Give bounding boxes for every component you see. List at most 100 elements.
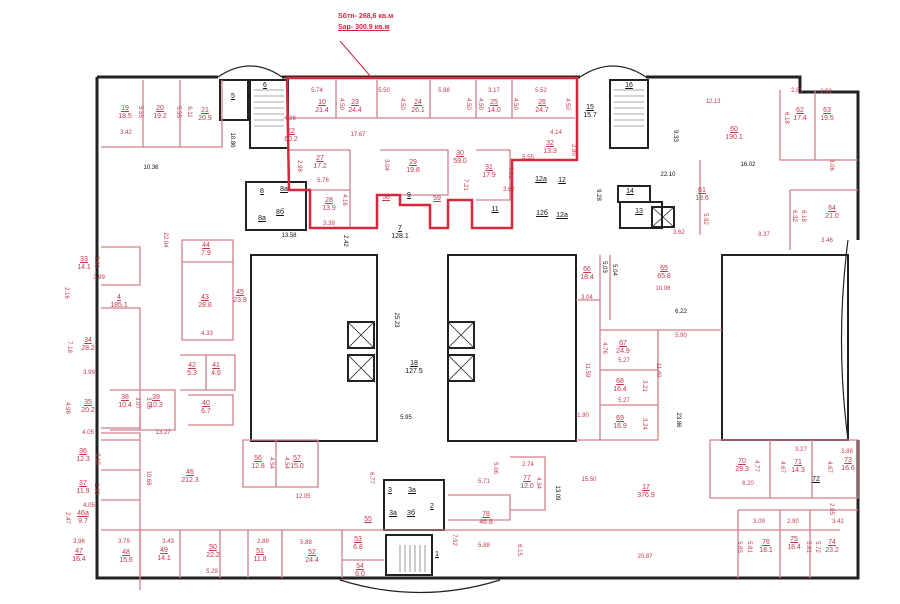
- dimension-label: 2.93: [93, 483, 99, 495]
- area-annotation: Sбтн- 268,6 кв.м Sар- 300.9 кв.м: [338, 11, 393, 33]
- room-number: 62: [796, 107, 804, 114]
- dimension-label: 4.16: [341, 194, 347, 206]
- dimension-label: 20.87: [637, 554, 653, 560]
- room-area: 28.8: [198, 302, 212, 309]
- room-number: 27: [316, 155, 324, 162]
- room-label: 12: [558, 177, 566, 185]
- dimension-label: 7.18: [66, 341, 72, 353]
- room-area: 185.1: [110, 302, 128, 309]
- room-number: 26: [538, 99, 546, 106]
- dimension-label: 2.42: [342, 235, 348, 247]
- dimension-label: 6.77: [368, 472, 374, 484]
- dimension-label: 5.55: [137, 106, 143, 118]
- core-walls: [219, 79, 849, 576]
- room-area: 6.0: [355, 571, 365, 578]
- room-area: 15.7: [583, 112, 597, 119]
- room-number: 66: [583, 266, 591, 273]
- dimension-label: 13.58: [281, 233, 297, 239]
- room-label: 8: [260, 188, 264, 196]
- dimension-label: 10.36: [143, 165, 159, 171]
- room-number: 12a: [535, 176, 547, 183]
- room-area: 28.2: [81, 345, 95, 352]
- room-label: 13: [635, 208, 643, 216]
- room-number: 30: [456, 150, 464, 157]
- dimension-label: 5.81: [746, 541, 752, 553]
- room-area: 46.8: [479, 519, 493, 526]
- room-area: 6.8: [353, 544, 363, 551]
- dimension-label: 3.06: [828, 159, 834, 171]
- room-number: 64: [828, 205, 836, 212]
- room-label: 3a: [389, 510, 397, 518]
- dimension-label: 5.74: [311, 88, 323, 94]
- room-area: 16.4: [72, 556, 86, 563]
- partitions: [101, 80, 859, 590]
- room-area: 60.2: [284, 136, 298, 143]
- room-area: 190.1: [725, 134, 743, 141]
- room-number: 59: [433, 195, 441, 202]
- room-area: 17.9: [482, 172, 496, 179]
- dimension-label: 5.52: [535, 88, 547, 94]
- room-area: 14.1: [157, 555, 171, 562]
- dimension-label: 5.92: [702, 213, 708, 225]
- dimension-label: 6.32: [791, 210, 797, 222]
- dimension-label: 13.09: [554, 485, 560, 501]
- dimension-label: 4.77: [753, 460, 759, 472]
- room-number: 11: [491, 206, 499, 213]
- room-area: 14.0: [487, 107, 501, 114]
- dimension-label: 4.98: [64, 402, 70, 414]
- room-number: 52: [308, 549, 316, 556]
- room-number: 71: [794, 459, 802, 466]
- room-number: 3б: [407, 510, 415, 517]
- room-number: 28: [325, 197, 333, 204]
- dimension-label: 4.05: [83, 503, 95, 509]
- room-number: 38: [121, 394, 129, 401]
- room-label: 16: [625, 82, 633, 90]
- room-number: 63: [823, 107, 831, 114]
- dimension-label: 13.27: [155, 430, 171, 436]
- room-area: 21.0: [825, 213, 839, 220]
- room-area: 4.6: [211, 370, 221, 377]
- dimension-label: 3.10: [94, 453, 100, 465]
- room-area: 65.8: [657, 273, 671, 280]
- room-number: 67: [619, 340, 627, 347]
- net-area-text: Sбтн- 268,6 кв.м: [338, 13, 394, 20]
- dimension-label: 2.47: [64, 512, 70, 524]
- room-area: 24.9: [616, 348, 630, 355]
- room-number: 33: [80, 256, 88, 263]
- dimension-label: 5.27: [618, 398, 630, 404]
- room-area: 26.1: [411, 107, 425, 114]
- room-area: 11.9: [76, 488, 90, 495]
- room-area: 20.9: [198, 115, 212, 122]
- room-area: 9.7: [78, 518, 88, 525]
- room-number: 4: [117, 294, 121, 301]
- dimension-label: 3.42: [120, 130, 132, 136]
- dimension-label: 17.67: [350, 132, 366, 138]
- dimension-label: 4.50: [399, 98, 405, 110]
- room-number: 41: [212, 362, 220, 369]
- dimension-label: 5.85: [736, 541, 742, 553]
- room-number: 54: [356, 563, 364, 570]
- room-area: 7.9: [201, 250, 211, 257]
- dimension-label: 10.68: [145, 470, 151, 486]
- dimension-label: 3.60: [93, 256, 99, 268]
- dimension-label: 16.02: [740, 162, 756, 168]
- room-area: 23.2: [825, 547, 839, 554]
- dimension-label: 4.50: [477, 98, 483, 110]
